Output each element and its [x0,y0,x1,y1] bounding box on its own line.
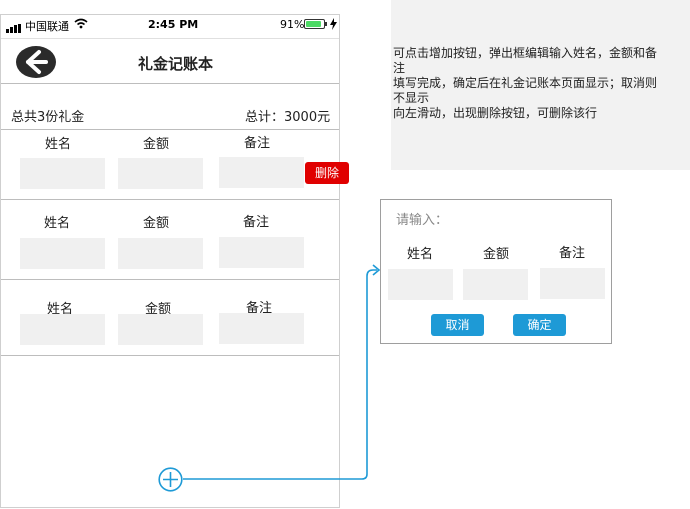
charging-bolt-icon [330,18,337,30]
status-divider [1,38,339,39]
note-line: 可点击增加按钮，弹出框编辑输入姓名，金额和备 [393,46,658,60]
dialog-note-label: 备注 [559,246,586,261]
battery-icon [304,19,327,29]
note-line: 填写完成，确定后在礼金记账本页面显示；取消则 [393,76,658,90]
row1-divider [1,199,339,200]
row3-note-label: 备注 [246,301,273,316]
row3-name-label: 姓名 [47,302,74,317]
arrow-left-icon [26,50,48,74]
dialog-name-label: 姓名 [407,247,434,262]
row2-name-field[interactable] [20,238,105,269]
dialog-title: 请输入： [396,213,449,228]
row3-amount-label: 金额 [145,302,172,317]
note-line: 注 [393,61,406,75]
signal-icon [6,20,22,33]
note-line: 向左滑动，出现删除按钮，可删除该行 [393,106,598,120]
row3-divider [1,355,339,356]
row1-amount-label: 金额 [143,137,170,152]
row2-amount-field[interactable] [118,238,203,269]
gift-count: 总共3份礼金 [11,110,85,125]
dialog-name-field[interactable] [388,269,453,300]
summary-divider [1,129,339,130]
confirm-button[interactable]: 确定 [513,314,566,336]
row3-name-field[interactable] [20,314,105,345]
dialog-amount-field[interactable] [463,269,528,300]
row3-note-field[interactable] [219,313,304,344]
wifi-icon [74,18,88,29]
status-time: 2:45 PM [148,18,199,31]
row2-note-field[interactable] [219,237,304,268]
dialog-amount-label: 金额 [483,247,510,262]
delete-button[interactable]: 删除 [305,162,349,184]
gift-total: 总计：3000元 [245,110,331,125]
row1-note-label: 备注 [244,136,271,151]
annotation-note: 可点击增加按钮，弹出框编辑输入姓名，金额和备 注 填写完成，确定后在礼金记账本页… [391,0,690,170]
plus-circle-icon[interactable] [158,467,183,492]
row3-amount-field[interactable] [118,314,203,345]
row2-name-label: 姓名 [44,216,71,231]
row1-amount-field[interactable] [118,158,203,189]
cancel-button[interactable]: 取消 [431,314,484,336]
row2-divider [1,279,339,280]
row2-amount-label: 金额 [143,216,170,231]
row1-name-field[interactable] [20,158,105,189]
dialog-note-field[interactable] [540,268,605,299]
row1-note-field[interactable] [219,157,304,188]
row1-name-label: 姓名 [45,137,72,152]
battery-percent: 91% [280,18,305,31]
header-divider [1,83,339,84]
note-line: 不显示 [393,91,430,105]
row2-note-label: 备注 [243,215,270,230]
page-title: 礼金记账本 [138,55,214,73]
carrier-label: 中国联通 [25,20,69,33]
back-button[interactable] [16,46,56,78]
